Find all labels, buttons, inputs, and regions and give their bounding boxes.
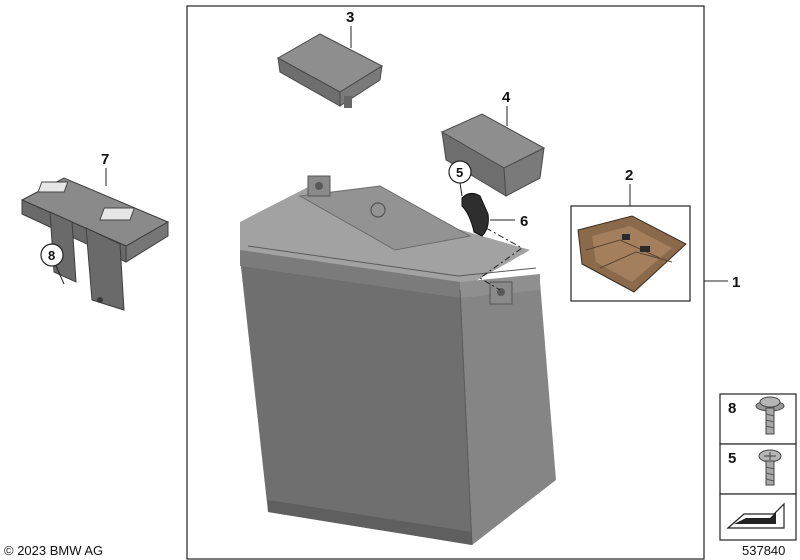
clip-6 <box>461 192 489 237</box>
flange-bolt-icon <box>755 396 785 435</box>
document-pouch-2 <box>577 215 687 293</box>
pan-head-screw-icon <box>758 449 782 486</box>
legend-label-5: 5 <box>728 450 736 467</box>
legend-box-8 <box>719 393 797 445</box>
callout-3: 3 <box>346 9 354 26</box>
callout-7: 7 <box>101 151 109 168</box>
callout-2: 2 <box>625 167 633 184</box>
circled-callout-5-label: 5 <box>456 165 463 180</box>
callout-1: 1 <box>732 274 740 291</box>
circled-callout-8-label: 8 <box>48 248 55 263</box>
assembly-guide-line <box>479 227 523 291</box>
callout-6: 6 <box>520 213 528 230</box>
assembly-frame <box>186 5 705 560</box>
terminal-cover-4 <box>440 113 546 197</box>
copyright-text: © 2023 BMW AG <box>4 543 103 558</box>
circled-callout-8 <box>40 243 64 267</box>
legend-box-5 <box>719 443 797 495</box>
orientation-arrow-icon <box>726 502 785 529</box>
callout-4: 4 <box>502 89 511 106</box>
terminal-cover-3 <box>276 33 384 108</box>
leader-8 <box>55 265 65 285</box>
legend-label-8: 8 <box>728 400 736 417</box>
battery-illustration <box>240 175 556 546</box>
bracket-7 <box>20 177 170 311</box>
diagram-number: 537840 <box>742 543 785 558</box>
fastener-legend: 8 5 <box>719 393 797 541</box>
leader-5 <box>459 182 463 197</box>
